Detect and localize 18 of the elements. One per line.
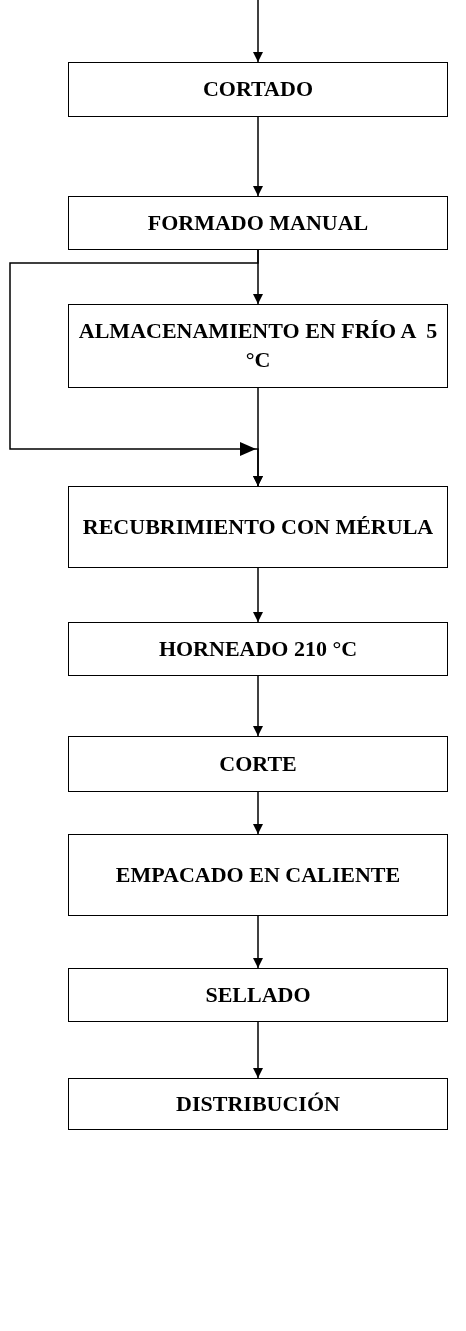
- step-label: CORTADO: [202, 75, 313, 104]
- step-label: RECUBRIMIENTO CON MÉRULA: [82, 512, 434, 541]
- step-label: DISTRIBUCIÓN: [176, 1089, 340, 1118]
- step-label: SELLADO: [205, 980, 311, 1009]
- process-box: [68, 304, 448, 388]
- process-box: [68, 736, 448, 792]
- process-box: [68, 968, 448, 1022]
- process-box: [68, 196, 448, 250]
- step-label: EMPACADO EN CALIENTE: [115, 860, 401, 889]
- step-label: CORTE: [219, 749, 297, 778]
- step-label: FORMADO MANUAL: [147, 208, 369, 237]
- step-label: HORNEADO 210 °C: [158, 634, 358, 663]
- step-label: ALMACENAMIENTO EN FRÍO A 5 °C: [77, 317, 439, 374]
- process-box: [68, 834, 448, 916]
- process-box: [68, 622, 448, 676]
- process-box: [68, 1078, 448, 1130]
- process-box: [68, 486, 448, 568]
- process-box: [68, 62, 448, 117]
